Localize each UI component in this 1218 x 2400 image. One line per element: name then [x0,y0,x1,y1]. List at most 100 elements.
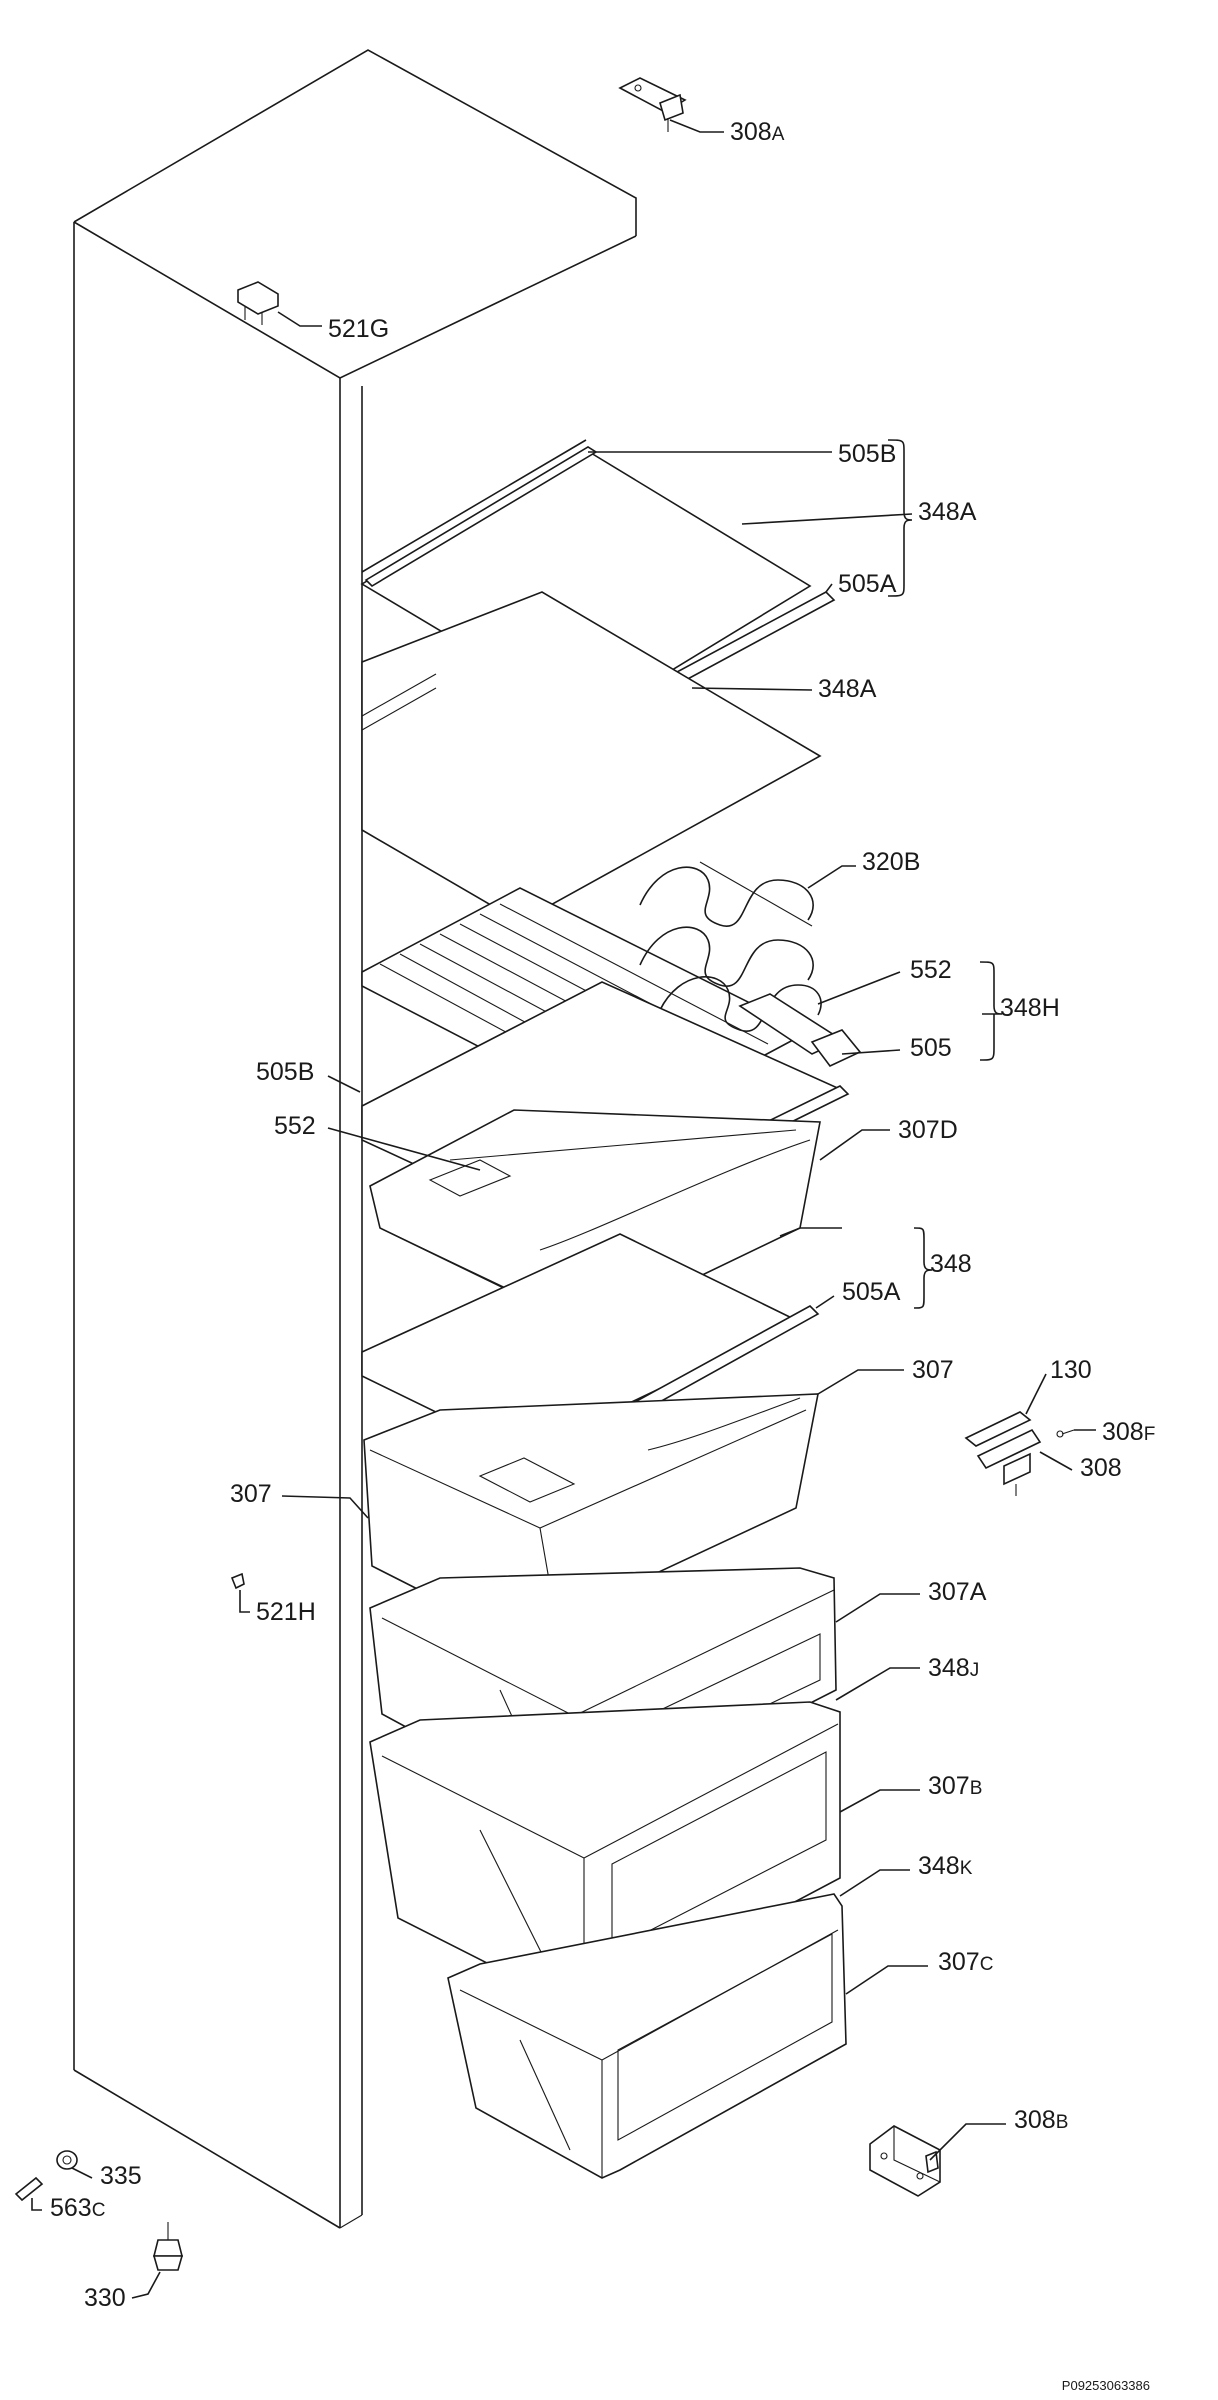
callout-number: 348 [928,1654,970,1682]
callout-number: 521H [256,1598,316,1626]
callout-label-348a-2: 348A [818,675,877,703]
callout-label-307c: 307C [938,1948,993,1976]
callout-label-308a: 308A [730,118,785,146]
leader-348a-2 [691,687,813,691]
callout-label-348j: 348J [928,1654,979,1682]
leader-307-right [817,1369,904,1395]
leader-130 [1025,1373,1047,1415]
callout-labels: 308A521G505B348A505A348A320B552348H50550… [50,118,1155,2312]
callout-number: 348A [918,498,977,526]
callout-number: 330 [84,2284,126,2312]
leader-308b [929,2123,1006,2161]
middle-hinge-set [964,1411,1075,1496]
callout-number: 505A [838,570,897,598]
leader-320b [807,865,856,889]
callout-number: 307D [898,1116,958,1144]
callout-number: 308 [1014,2106,1056,2134]
callout-label-505b-top: 505B [838,440,896,468]
callout-number: 521G [328,315,389,343]
callout-number: 348H [1000,994,1060,1022]
bracket-348h [979,961,1003,1061]
leader-552-left [327,1127,481,1171]
callout-label-307d: 307D [898,1116,958,1144]
callout-suffix: C [92,2200,106,2221]
leader-505a-top [825,583,833,593]
drawer-307c [447,1893,847,2179]
callout-label-505: 505 [910,1034,952,1062]
callout-number: 348A [818,675,877,703]
callout-label-308: 308 [1080,1454,1122,1482]
callout-number: 307 [912,1356,954,1384]
callout-suffix: B [1056,2112,1069,2133]
leader-308a [669,119,724,133]
leader-307c [845,1965,928,1995]
callout-suffix: F [1144,1424,1156,1445]
callout-number: 308 [1102,1418,1144,1446]
leader-308 [1039,1451,1073,1471]
leader-330 [131,2271,161,2299]
callout-suffix: C [980,1954,994,1975]
callout-label-348a-bracket: 348A [918,498,977,526]
leader-348k [839,1869,910,1897]
callout-suffix: A [772,124,785,145]
leader-307a [835,1593,920,1623]
leader-307-left [281,1495,369,1519]
callout-number: 505A [842,1278,901,1306]
callout-label-348: 348 [930,1250,972,1278]
leader-552-right [817,971,901,1005]
leader-lines [31,119,1096,2299]
callout-number: 307 [938,1948,980,1976]
callout-number: 505B [256,1058,314,1086]
leader-335 [71,2167,93,2179]
drawing-code: P09253063386 [1062,2378,1150,2393]
callout-label-348h: 348H [1000,994,1060,1022]
callout-number: 552 [910,956,952,984]
callout-label-308f: 308F [1102,1418,1155,1446]
leader-307b [839,1789,920,1813]
leader-348 [779,1227,842,1237]
callout-number: 505B [838,440,896,468]
callout-label-552-right: 552 [910,956,952,984]
leader-505 [841,1049,901,1055]
callout-label-130: 130 [1050,1356,1092,1384]
callout-number: 348 [918,1852,960,1880]
callout-label-320b: 320B [862,848,920,876]
callout-suffix: K [960,1858,973,1879]
callout-number: 307A [928,1578,987,1606]
callout-number: 505 [910,1034,952,1062]
callout-label-521g: 521G [328,315,389,343]
callout-number: 308 [730,118,772,146]
leader-505b-left [327,1075,361,1093]
leader-348a-bracket [741,513,913,525]
callout-number: 308 [1080,1454,1122,1482]
leader-505a-mid [815,1295,835,1309]
callout-label-330: 330 [84,2284,126,2312]
bottom-hinge-part [869,2125,941,2197]
callout-number: 307 [230,1480,272,1508]
callout-number: 335 [100,2162,142,2190]
leader-307d [819,1129,890,1161]
callout-number: 320B [862,848,920,876]
leader-348j [835,1667,920,1701]
callout-label-505b-left: 505B [256,1058,314,1086]
leader-563c [31,2198,42,2211]
callout-suffix: J [970,1660,980,1681]
top-hinge-part [618,77,687,132]
bottom-left-small-parts [14,1572,245,2271]
callout-number: 130 [1050,1356,1092,1384]
bracket-348a [887,439,913,597]
callout-label-348k: 348K [918,1852,973,1880]
callout-label-563c: 563C [50,2194,105,2222]
callout-suffix: B [970,1778,983,1799]
glass-shelf-second [361,591,822,923]
callout-label-308b: 308B [1014,2106,1068,2134]
callout-label-505a-top: 505A [838,570,897,598]
callout-label-307-left: 307 [230,1480,272,1508]
leader-521h [239,1590,250,1613]
callout-number: 348 [930,1250,972,1278]
top-cover-part [237,281,279,325]
callout-label-307-right: 307 [912,1356,954,1384]
callout-label-307b: 307B [928,1772,982,1800]
